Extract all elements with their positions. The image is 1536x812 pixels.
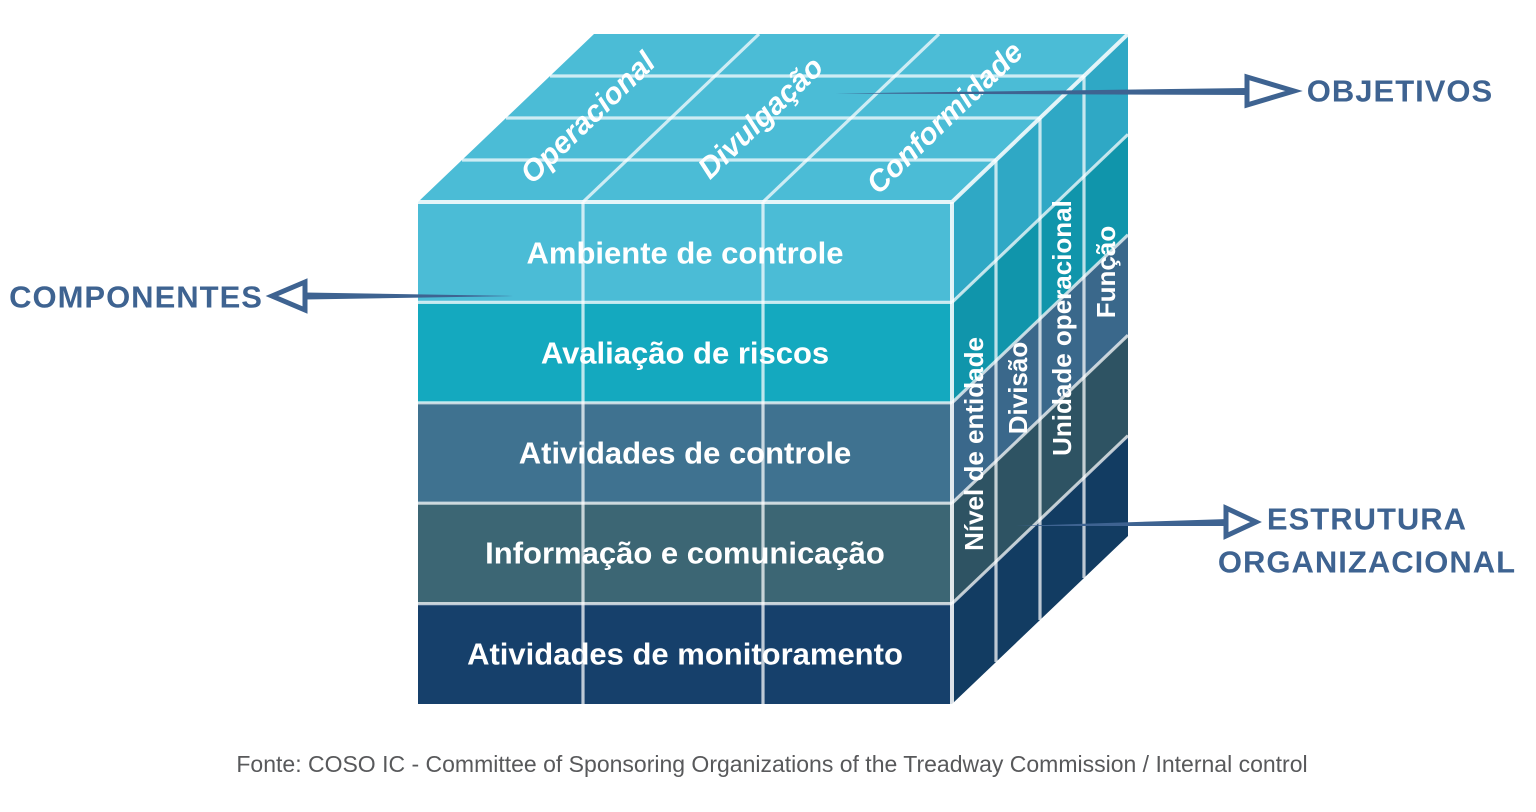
objetivos-arrow-head bbox=[1244, 73, 1303, 109]
top-grid-col-line bbox=[761, 32, 941, 204]
top-grid-col-line bbox=[581, 32, 761, 204]
front-band-1 bbox=[418, 202, 952, 303]
orgstructure-label-divisao: Divisão bbox=[1003, 342, 1033, 435]
estrutura-arrow-line bbox=[1016, 519, 1228, 526]
estrutura-arrow-head bbox=[1223, 504, 1262, 540]
component-label-avaliacao-de-riscos: Avaliação de riscos bbox=[541, 336, 829, 371]
estrutura-label-line1: ESTRUTURA bbox=[1267, 502, 1467, 537]
orgstructure-label-funcao: Função bbox=[1091, 226, 1121, 318]
source-caption: Fonte: COSO IC - Committee of Sponsoring… bbox=[236, 751, 1307, 777]
callout-objetivos: OBJETIVOS bbox=[835, 73, 1493, 109]
cube-front-face: Ambiente de controle Avaliação de riscos… bbox=[418, 32, 1130, 704]
componentes-arrow-head bbox=[265, 278, 308, 314]
objetivos-arrow-line bbox=[835, 88, 1247, 95]
front-band-5 bbox=[418, 603, 952, 704]
estrutura-label-line2: ORGANIZACIONAL bbox=[1218, 545, 1516, 580]
componentes-arrow-line bbox=[305, 292, 513, 300]
component-label-ambiente-de-controle: Ambiente de controle bbox=[527, 236, 844, 271]
front-band-2 bbox=[418, 302, 952, 403]
front-band-3 bbox=[418, 402, 952, 504]
callout-estrutura-organizacional: ESTRUTURA ORGANIZACIONAL bbox=[1016, 502, 1516, 580]
component-label-informacao-e-comunicacao: Informação e comunicação bbox=[485, 536, 885, 571]
front-band-4 bbox=[418, 503, 952, 604]
cube-top-face: Operacional Divulgação Conformidade bbox=[418, 32, 1128, 204]
componentes-label: COMPONENTES bbox=[9, 280, 263, 315]
component-label-atividades-de-controle: Atividades de controle bbox=[519, 436, 851, 471]
orgstructure-label-nivel-de-entidade: Nível de entidade bbox=[959, 337, 989, 551]
objetivos-label: OBJETIVOS bbox=[1307, 74, 1493, 109]
orgstructure-label-unidade-operacional: Unidade operacional bbox=[1047, 200, 1077, 456]
callout-componentes: COMPONENTES bbox=[9, 278, 513, 315]
cube-right-face: Nível de entidade Divisão Unidade operac… bbox=[950, 34, 1130, 704]
component-label-atividades-de-monitoramento: Atividades de monitoramento bbox=[467, 637, 903, 672]
